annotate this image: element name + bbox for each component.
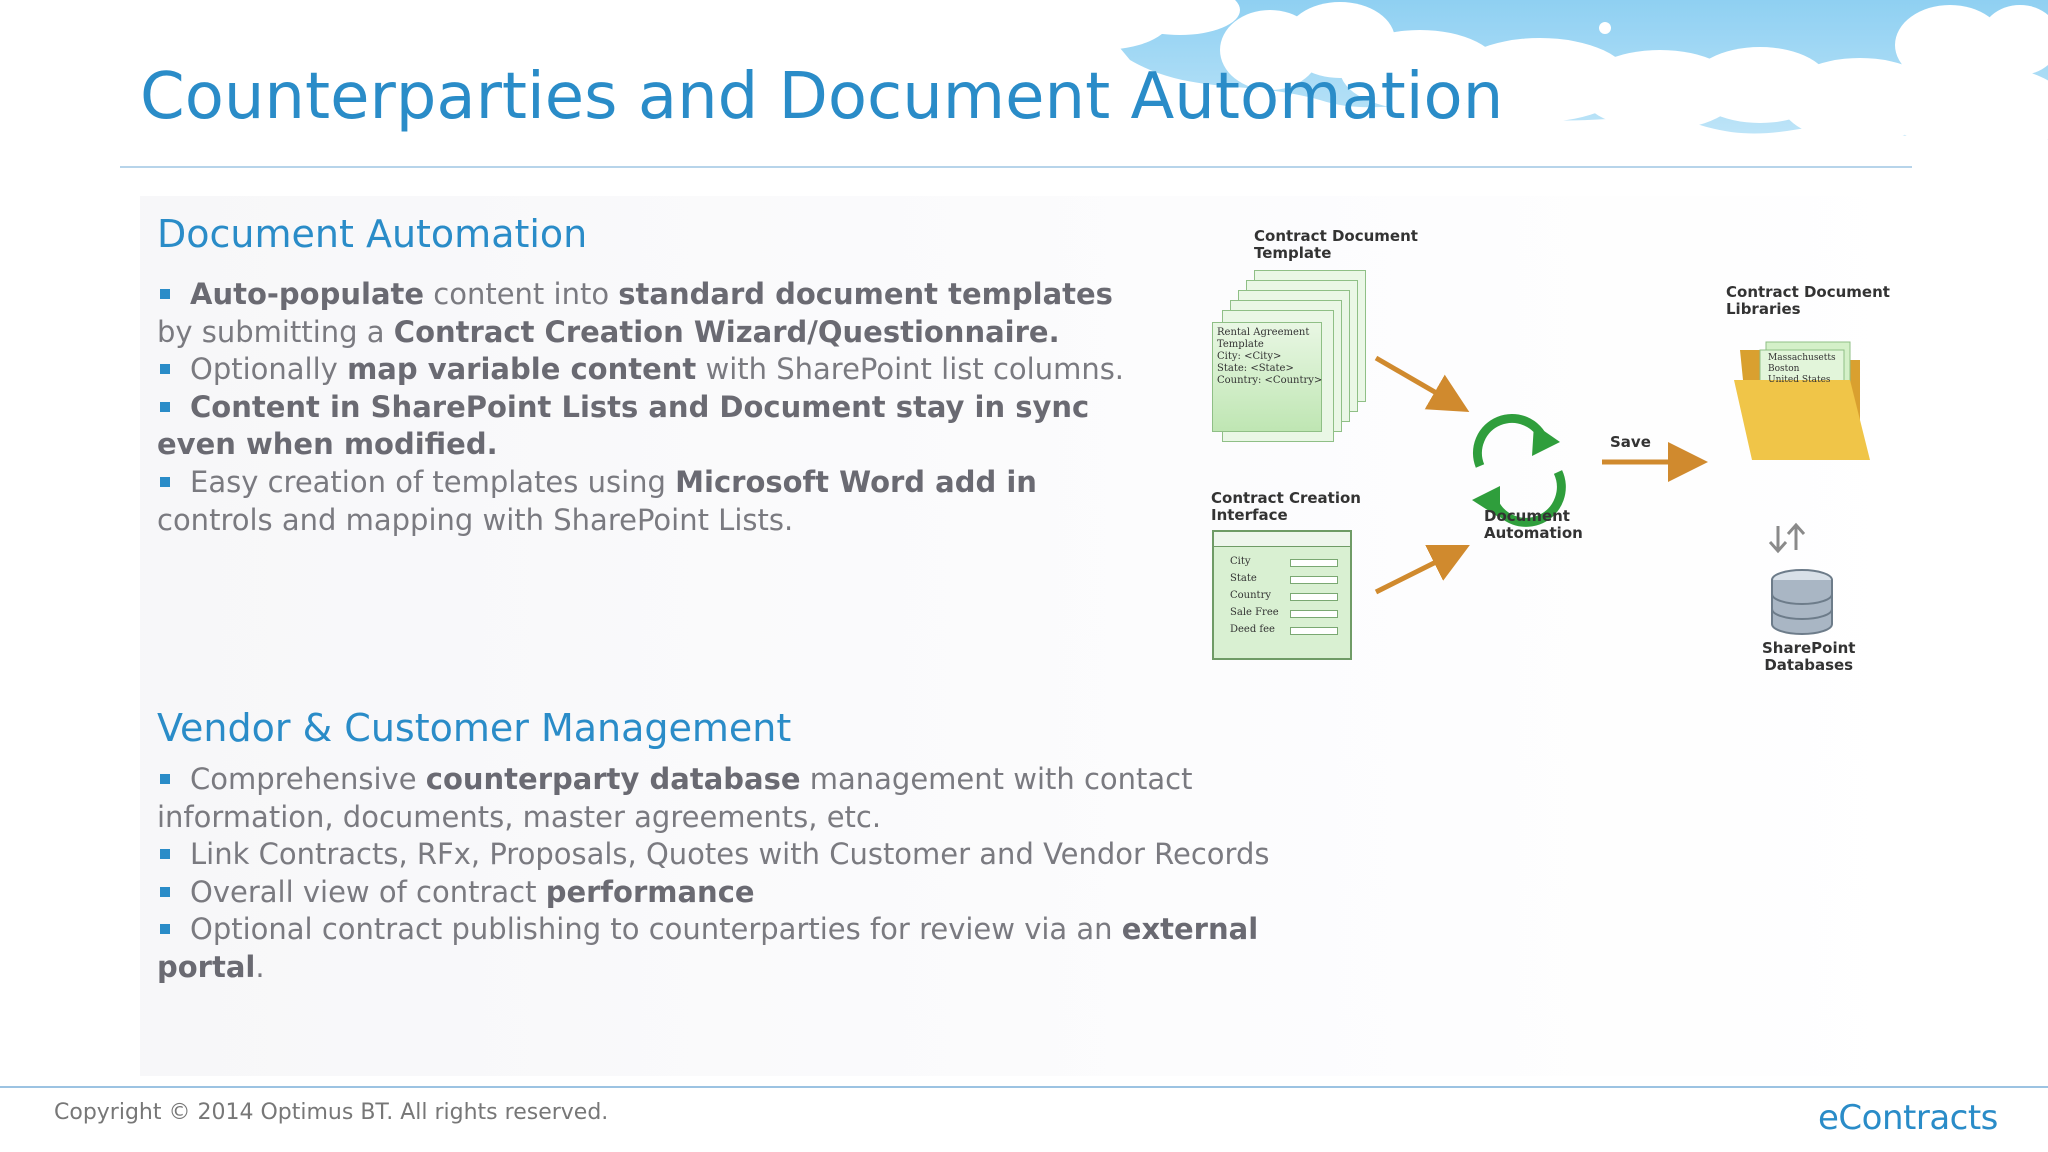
footer-divider [0,1086,2048,1088]
automation-diagram: Contract Document Template Rental Agreem… [1200,210,1940,680]
database-icon [1771,569,1833,635]
title-divider [120,166,1912,168]
bullet-emphasis: Contract Creation Wizard/Questionnaire. [393,314,1060,349]
form-input [1290,559,1338,567]
automation-label: Document Automation [1484,507,1583,542]
bullet-item: Overall view of contract performance [157,874,1357,912]
form-input [1290,610,1338,618]
bullet-emphasis: Content in SharePoint Lists and Document… [157,389,1090,462]
save-label: Save [1610,433,1651,451]
bullet-text: controls and mapping with SharePoint Lis… [157,502,794,537]
bullet-square-icon [160,774,170,784]
document-automation-bullets: Auto-populate content into standard docu… [157,276,1127,539]
flow-arrows [1374,355,1806,595]
sync-arrows-icon [1768,522,1806,554]
bullet-square-icon [160,476,170,487]
section-heading-document-automation: Document Automation [157,212,588,256]
bullet-text: . [255,949,265,984]
vendor-customer-bullets: Comprehensive counterparty database mana… [157,761,1357,987]
folder-document-text: Massachusetts Boston United States [1768,353,1836,385]
form-field-label: Country [1230,590,1272,601]
form-field-label: City [1230,556,1251,567]
bullet-text: content into [424,277,619,311]
section-heading-vendor-customer: Vendor & Customer Management [157,706,792,750]
databases-label: SharePoint Databases [1762,639,1856,674]
libraries-label: Contract Document Libraries [1726,283,1890,318]
bullet-text: Optional contract publishing to counterp… [190,912,1122,947]
bullet-emphasis: external portal [157,912,1259,984]
bullet-emphasis: standard document templates [618,277,1113,311]
bullet-square-icon [160,401,170,412]
form-header [1214,532,1350,547]
form-input [1290,593,1338,601]
arrow-template-to-automation [1374,355,1470,413]
template-label: Contract Document Template [1254,227,1418,262]
copyright-text: Copyright © 2014 Optimus BT. All rights … [54,1100,609,1125]
bullet-item: Optionally map variable content with Sha… [157,351,1127,389]
bullet-square-icon [160,364,170,375]
arrow-interface-to-automation [1374,545,1470,595]
form-input [1290,627,1338,635]
bullet-square-icon [160,924,170,935]
bullet-text: Link Contracts, RFx, Proposals, Quotes w… [190,837,1270,872]
bullet-text: Comprehensive [190,762,426,796]
bullet-emphasis: Microsoft Word add in [675,464,1037,499]
bullet-text: by submitting a [157,314,394,349]
bullet-square-icon [160,849,170,860]
bullet-text: with SharePoint list columns. [696,352,1125,387]
bullet-text: management with contact information, doc… [157,762,1193,834]
sky-clouds-decoration [1030,0,2048,155]
form-input [1290,576,1338,584]
bullet-emphasis: performance [545,874,755,909]
content-panel [140,196,1930,1076]
bullet-emphasis: counterparty database [425,762,801,796]
bullet-item: Auto-populate content into standard docu… [157,276,1127,351]
bullet-item: Content in SharePoint Lists and Document… [157,389,1127,464]
form-field-label: Sale Free [1230,607,1279,618]
bullet-item: Easy creation of templates using Microso… [157,464,1127,539]
creation-form: City State Country Sale Free Deed fee [1212,530,1352,660]
bullet-item: Link Contracts, RFx, Proposals, Quotes w… [157,836,1357,874]
bullet-item: Comprehensive counterparty database mana… [157,761,1357,836]
bullet-item: Optional contract publishing to counterp… [157,911,1357,986]
bullet-text: Overall view of contract [190,874,546,909]
bullet-text: Optionally [190,352,348,387]
interface-label: Contract Creation Interface [1211,489,1361,524]
bullet-emphasis: Auto-populate [190,277,425,311]
form-field-label: Deed fee [1230,624,1275,635]
form-field-label: State [1230,573,1257,584]
template-document: Rental Agreement Template City: <City> S… [1212,322,1322,432]
folder-icon [1734,341,1870,460]
bullet-square-icon [160,886,170,897]
brand-logo: eContracts [1818,1098,1998,1138]
slide-title: Counterparties and Document Automation [140,60,1504,134]
bullet-emphasis: map variable content [347,352,697,387]
bullet-text: Easy creation of templates using [190,464,676,499]
bullet-square-icon [160,289,170,299]
